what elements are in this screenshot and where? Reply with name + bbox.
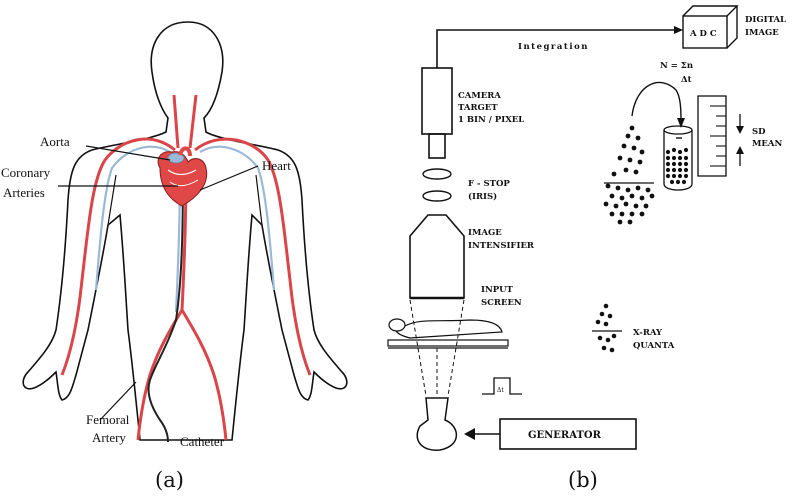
- right-arm-artery: [195, 139, 310, 375]
- formula-line-2: Δt: [681, 75, 692, 85]
- generator-arrowhead: [464, 428, 475, 440]
- caption-a: (a): [155, 468, 184, 492]
- left-carotid: [174, 95, 178, 148]
- panel-b: A D C DIGITAL IMAGE Integration N = Σn Δ…: [388, 6, 786, 492]
- fstop-lens-bottom: [423, 191, 451, 201]
- input-screen-label-1: INPUT: [481, 285, 514, 295]
- pulse-label: Δt: [497, 387, 504, 394]
- image-intensifier: [410, 215, 464, 298]
- fstop-label-1: F - STOP: [468, 179, 510, 189]
- right-leg-artery: [182, 310, 226, 440]
- right-carotid: [190, 95, 196, 148]
- camera-body: [422, 68, 452, 134]
- integration-label: Integration: [518, 42, 589, 52]
- heart-leader: [200, 166, 258, 190]
- input-screen-label-2: SCREEN: [481, 298, 522, 308]
- camera-lens: [429, 134, 445, 158]
- panel-a: Aorta Coronary Arteries Heart Femoral Ar…: [1, 22, 347, 492]
- heart-label: Heart: [262, 158, 291, 173]
- x-ray-tube: [417, 398, 456, 450]
- adc-box: [683, 6, 737, 48]
- digital-label-2: IMAGE: [745, 28, 779, 38]
- adc-label: A D C: [689, 29, 717, 39]
- sd-label: SD: [752, 127, 766, 137]
- generator-label: GENERATOR: [528, 430, 602, 441]
- fstop-lens-top: [423, 169, 451, 179]
- left-arm-vein: [96, 147, 170, 290]
- left-arm-artery: [62, 139, 175, 375]
- heart-graphic: [158, 148, 207, 206]
- intensifier-label-2: INTENSIFIER: [468, 241, 535, 251]
- integration-arrowhead: [674, 26, 683, 34]
- intensifier-label-1: IMAGE: [468, 228, 502, 238]
- xray-label-1: X-RAY: [633, 328, 663, 338]
- sample-tube: [664, 126, 692, 190]
- digital-label-1: DIGITAL: [745, 15, 786, 25]
- coronary-label-1: Coronary: [1, 165, 51, 180]
- caption-b: (b): [568, 468, 598, 492]
- catheter-line: [148, 165, 183, 442]
- measurement-scale: [698, 96, 744, 176]
- fstop-label-2: (IRIS): [468, 191, 497, 202]
- femoral-label-2: Artery: [92, 430, 126, 445]
- mean-label: MEAN: [752, 139, 782, 149]
- quanta-cluster-small: [596, 304, 617, 353]
- catheter-label: Catheter: [180, 434, 225, 449]
- curved-arrow: [632, 82, 681, 120]
- camera-label-3: 1 BIN / PIXEL: [458, 115, 524, 125]
- camera-label-2: TARGET: [458, 103, 498, 113]
- aorta-label: Aorta: [40, 134, 70, 149]
- femoral-label-1: Femoral: [86, 412, 130, 427]
- coronary-label-2: Arteries: [3, 185, 45, 200]
- arm-left-inner: [108, 175, 116, 225]
- quanta-cluster-large: [604, 126, 655, 225]
- xray-label-2: QUANTA: [633, 341, 675, 351]
- camera-label-1: CAMERA: [458, 91, 501, 101]
- patient-on-table: [388, 319, 508, 348]
- formula-line-1: N = Σn: [660, 61, 693, 71]
